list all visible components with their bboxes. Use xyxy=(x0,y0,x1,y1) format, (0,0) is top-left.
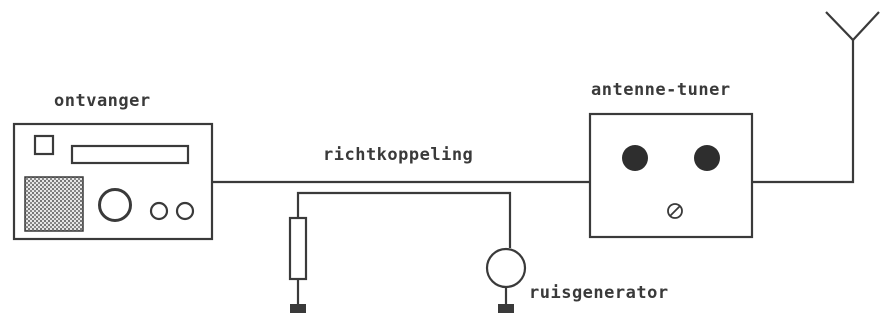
tuner-screw-slot xyxy=(669,205,681,217)
termination-resistor xyxy=(288,216,308,281)
noise-generator xyxy=(485,247,527,289)
coupler-line xyxy=(296,191,512,248)
tuner-body xyxy=(588,112,754,239)
tuner-knob-left xyxy=(622,145,648,171)
noise-generator-label: ruisgenerator xyxy=(529,283,669,303)
receiver-unit xyxy=(12,122,214,241)
tuner-adjust-screw xyxy=(667,203,683,219)
receiver-display xyxy=(70,144,190,165)
tuning-knob xyxy=(98,188,132,222)
receiver-label: ontvanger xyxy=(54,91,151,111)
ground-symbol-noise-generator xyxy=(498,304,514,313)
receiver-indicator-square xyxy=(33,134,55,156)
small-knob-right xyxy=(175,201,195,221)
small-knob-left xyxy=(149,201,169,221)
antenna-feed xyxy=(752,40,855,184)
antenna-tuner-unit xyxy=(588,112,754,239)
ground-symbol-resistor xyxy=(290,304,306,313)
tuner-label: antenne-tuner xyxy=(591,80,731,100)
speaker-grill xyxy=(24,176,84,232)
tuner-knob-right xyxy=(694,145,720,171)
antenna-icon xyxy=(825,11,880,42)
coupler-label: richtkoppeling xyxy=(323,145,474,165)
